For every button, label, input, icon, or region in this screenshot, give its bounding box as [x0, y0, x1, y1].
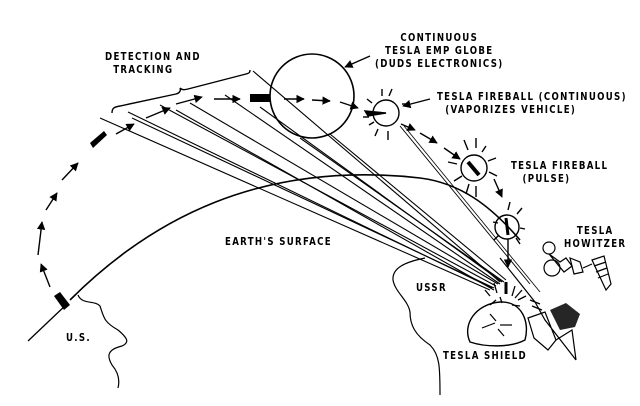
- beam-to-howitzer: [403, 125, 541, 293]
- label-fireball-continuous: TESLA FIREBALL (CONTINUOUS) (VAPORIZES V…: [437, 91, 627, 117]
- missile-midflight: [90, 131, 107, 148]
- fireball-pulse: [447, 138, 498, 197]
- launch-line: [27, 302, 69, 342]
- fireball-continuous: [363, 88, 431, 140]
- detection-bracket: [111, 69, 251, 114]
- missile-launch: [54, 292, 70, 310]
- fireball-pulse-2: [492, 201, 526, 245]
- label-howitzer: TESLA HOWITZER: [564, 225, 626, 251]
- label-detection: DETECTION AND TRACKING: [105, 51, 201, 77]
- emp-globe: [269, 53, 355, 139]
- label-fireball-continuous-line1: TESLA FIREBALL (CONTINUOUS): [437, 91, 627, 103]
- shield-core: [481, 313, 512, 337]
- label-fireball-pulse-line2: (PULSE): [522, 173, 571, 185]
- missile-trajectory: [36, 94, 359, 288]
- label-shield: TESLA SHIELD: [443, 350, 527, 362]
- label-fireball-pulse-line1: TESLA FIREBALL: [511, 160, 609, 172]
- earth-surface-line: [69, 174, 521, 301]
- label-emp-globe: CONTINUOUS TESLA EMP GLOBE (DUDS ELECTRO…: [375, 32, 503, 71]
- label-howitzer-line2: HOWITZER: [564, 238, 627, 250]
- installation-hatched: [550, 303, 580, 330]
- descent-arrows: [400, 123, 513, 268]
- ridge: [499, 257, 577, 361]
- label-howitzer-line1: TESLA: [576, 225, 614, 237]
- label-emp-globe-line1: CONTINUOUS: [400, 32, 479, 44]
- us-coastline: [77, 294, 128, 389]
- label-fireball-pulse: TESLA FIREBALL (PULSE): [511, 160, 608, 186]
- ussr-coastline: [392, 257, 441, 396]
- label-fireball-continuous-line2: (VAPORIZES VEHICLE): [445, 104, 577, 116]
- missile-at-globe: [250, 94, 270, 102]
- label-us: U.S.: [66, 332, 91, 344]
- shield-dome: [466, 301, 527, 347]
- label-earth-surface: EARTH'S SURFACE: [225, 236, 332, 248]
- howitzer-installation: [542, 241, 612, 292]
- label-detection-line2: TRACKING: [113, 64, 174, 76]
- impact-burst: [484, 282, 543, 311]
- label-emp-globe-line3: (DUDS ELECTRONICS): [375, 58, 504, 70]
- label-emp-globe-line2: TESLA EMP GLOBE: [384, 45, 494, 57]
- emp-globe-pointer: [344, 55, 371, 68]
- energy-beams: [99, 70, 531, 291]
- label-detection-line1: DETECTION AND: [105, 51, 201, 63]
- label-ussr: USSR: [416, 282, 447, 294]
